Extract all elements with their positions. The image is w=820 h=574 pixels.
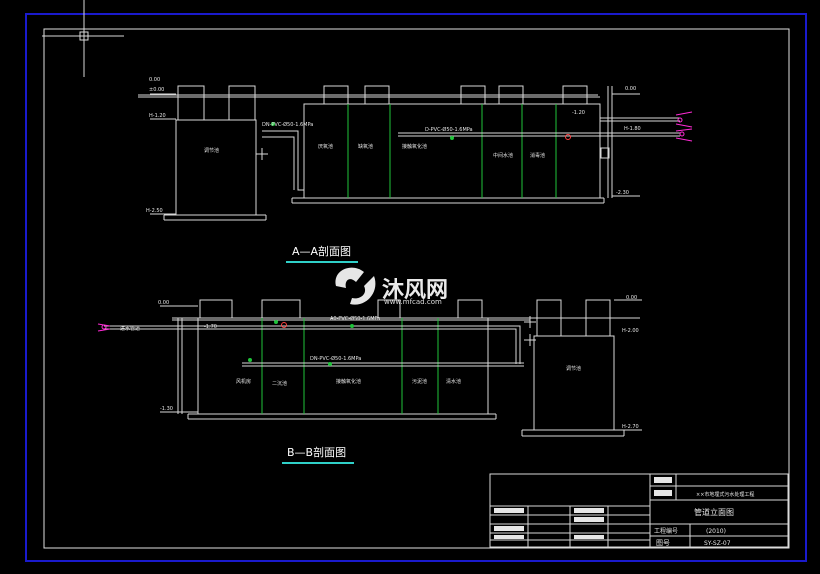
aa-tank-label-3: 接触氧化池 [402, 143, 427, 150]
aa-tank-label-4: 中间水池 [493, 152, 513, 159]
aa-tank-label-1: 厌氧池 [318, 143, 333, 150]
aa-left-tank-label: 调节池 [204, 147, 219, 154]
section-bb: 0.00 -1.70 -1.30 0.00 H-2.00 H-2.70 进水管道… [97, 295, 642, 464]
outer-frame [25, 13, 807, 562]
bb-pipe-label-1: A0-PVC-Ø50-1.6MPa [330, 315, 380, 322]
aa-level-right-1: 0.00 [625, 86, 636, 92]
bb-level-left-2: -1.70 [204, 324, 217, 330]
aa-level-right-2: -1.20 [572, 110, 585, 116]
bb-level-left-1: 0.00 [158, 300, 169, 306]
aa-pipe-1 [262, 130, 304, 191]
bb-right-tank [533, 335, 615, 431]
bb-level-right-3: H-2.70 [622, 424, 639, 430]
aa-left-tank [175, 119, 257, 216]
section-aa: 0.00 ±0.00 H-1.20 H-2.50 0.00 -1.20 H-1.… [138, 77, 693, 263]
aa-pipe-label-1: DN-PVC-Ø50-1.6MPa [262, 121, 313, 128]
bb-tank-label-4: 污泥池 [412, 378, 427, 385]
aa-level-right-4: -2.30 [616, 190, 629, 196]
bb-tank-label-2: 二沉池 [272, 380, 287, 387]
number-label: 图号 [656, 539, 670, 547]
bb-level-left-3: -1.30 [160, 406, 173, 412]
watermark-url: www.mfcad.com [384, 298, 442, 306]
bb-section-title: B—B剖面图 [287, 445, 346, 459]
aa-tank-label-5: 消毒池 [530, 152, 545, 159]
project-name: ××市地埋式污水处理工程 [696, 491, 754, 498]
aa-section-title: A—A剖面图 [292, 244, 351, 258]
aa-pipe-label-2: D-PVC-Ø50-1.6MPa [425, 126, 473, 133]
bb-tank-label-5: 清水池 [446, 378, 461, 385]
drawing-name: 管道立面图 [694, 507, 734, 517]
bb-right-tank-label: 调节池 [566, 365, 581, 372]
bb-level-right-1: 0.00 [626, 295, 637, 301]
bb-pipe-label-2: DN-PVC-Ø50-1.6MPa [310, 355, 361, 362]
bb-tank-label-3: 接触氧化池 [336, 378, 361, 385]
crosshair-cursor [42, 0, 124, 77]
number-value: SY-SZ-07 [704, 540, 731, 547]
aa-level-left-2: ±0.00 [149, 87, 164, 93]
bb-tank-label-1: 风机房 [236, 378, 251, 385]
scale-value: (2010) [706, 528, 726, 535]
watermark: 沐风网 www.mfcad.com [335, 267, 448, 306]
scale-label: 工程编号 [654, 527, 678, 535]
watermark-logo-icon [335, 267, 364, 288]
bb-level-right-2: H-2.00 [622, 328, 639, 334]
aa-level-left-4: H-2.50 [146, 208, 163, 214]
title-block: ××市地埋式污水处理工程 管道立面图 工程编号 (2010) 图号 SY-SZ-… [489, 473, 789, 548]
inner-border [43, 28, 790, 549]
aa-level-left-3: H-1.20 [149, 113, 166, 119]
bb-inlet-label: 进水管道 [120, 325, 140, 332]
watermark-brand: 沐风网 [382, 278, 448, 303]
aa-level-right-3: H-1.80 [624, 126, 641, 132]
aa-tank-label-2: 缺氧池 [358, 143, 373, 150]
aa-level-left-1: 0.00 [149, 77, 160, 83]
